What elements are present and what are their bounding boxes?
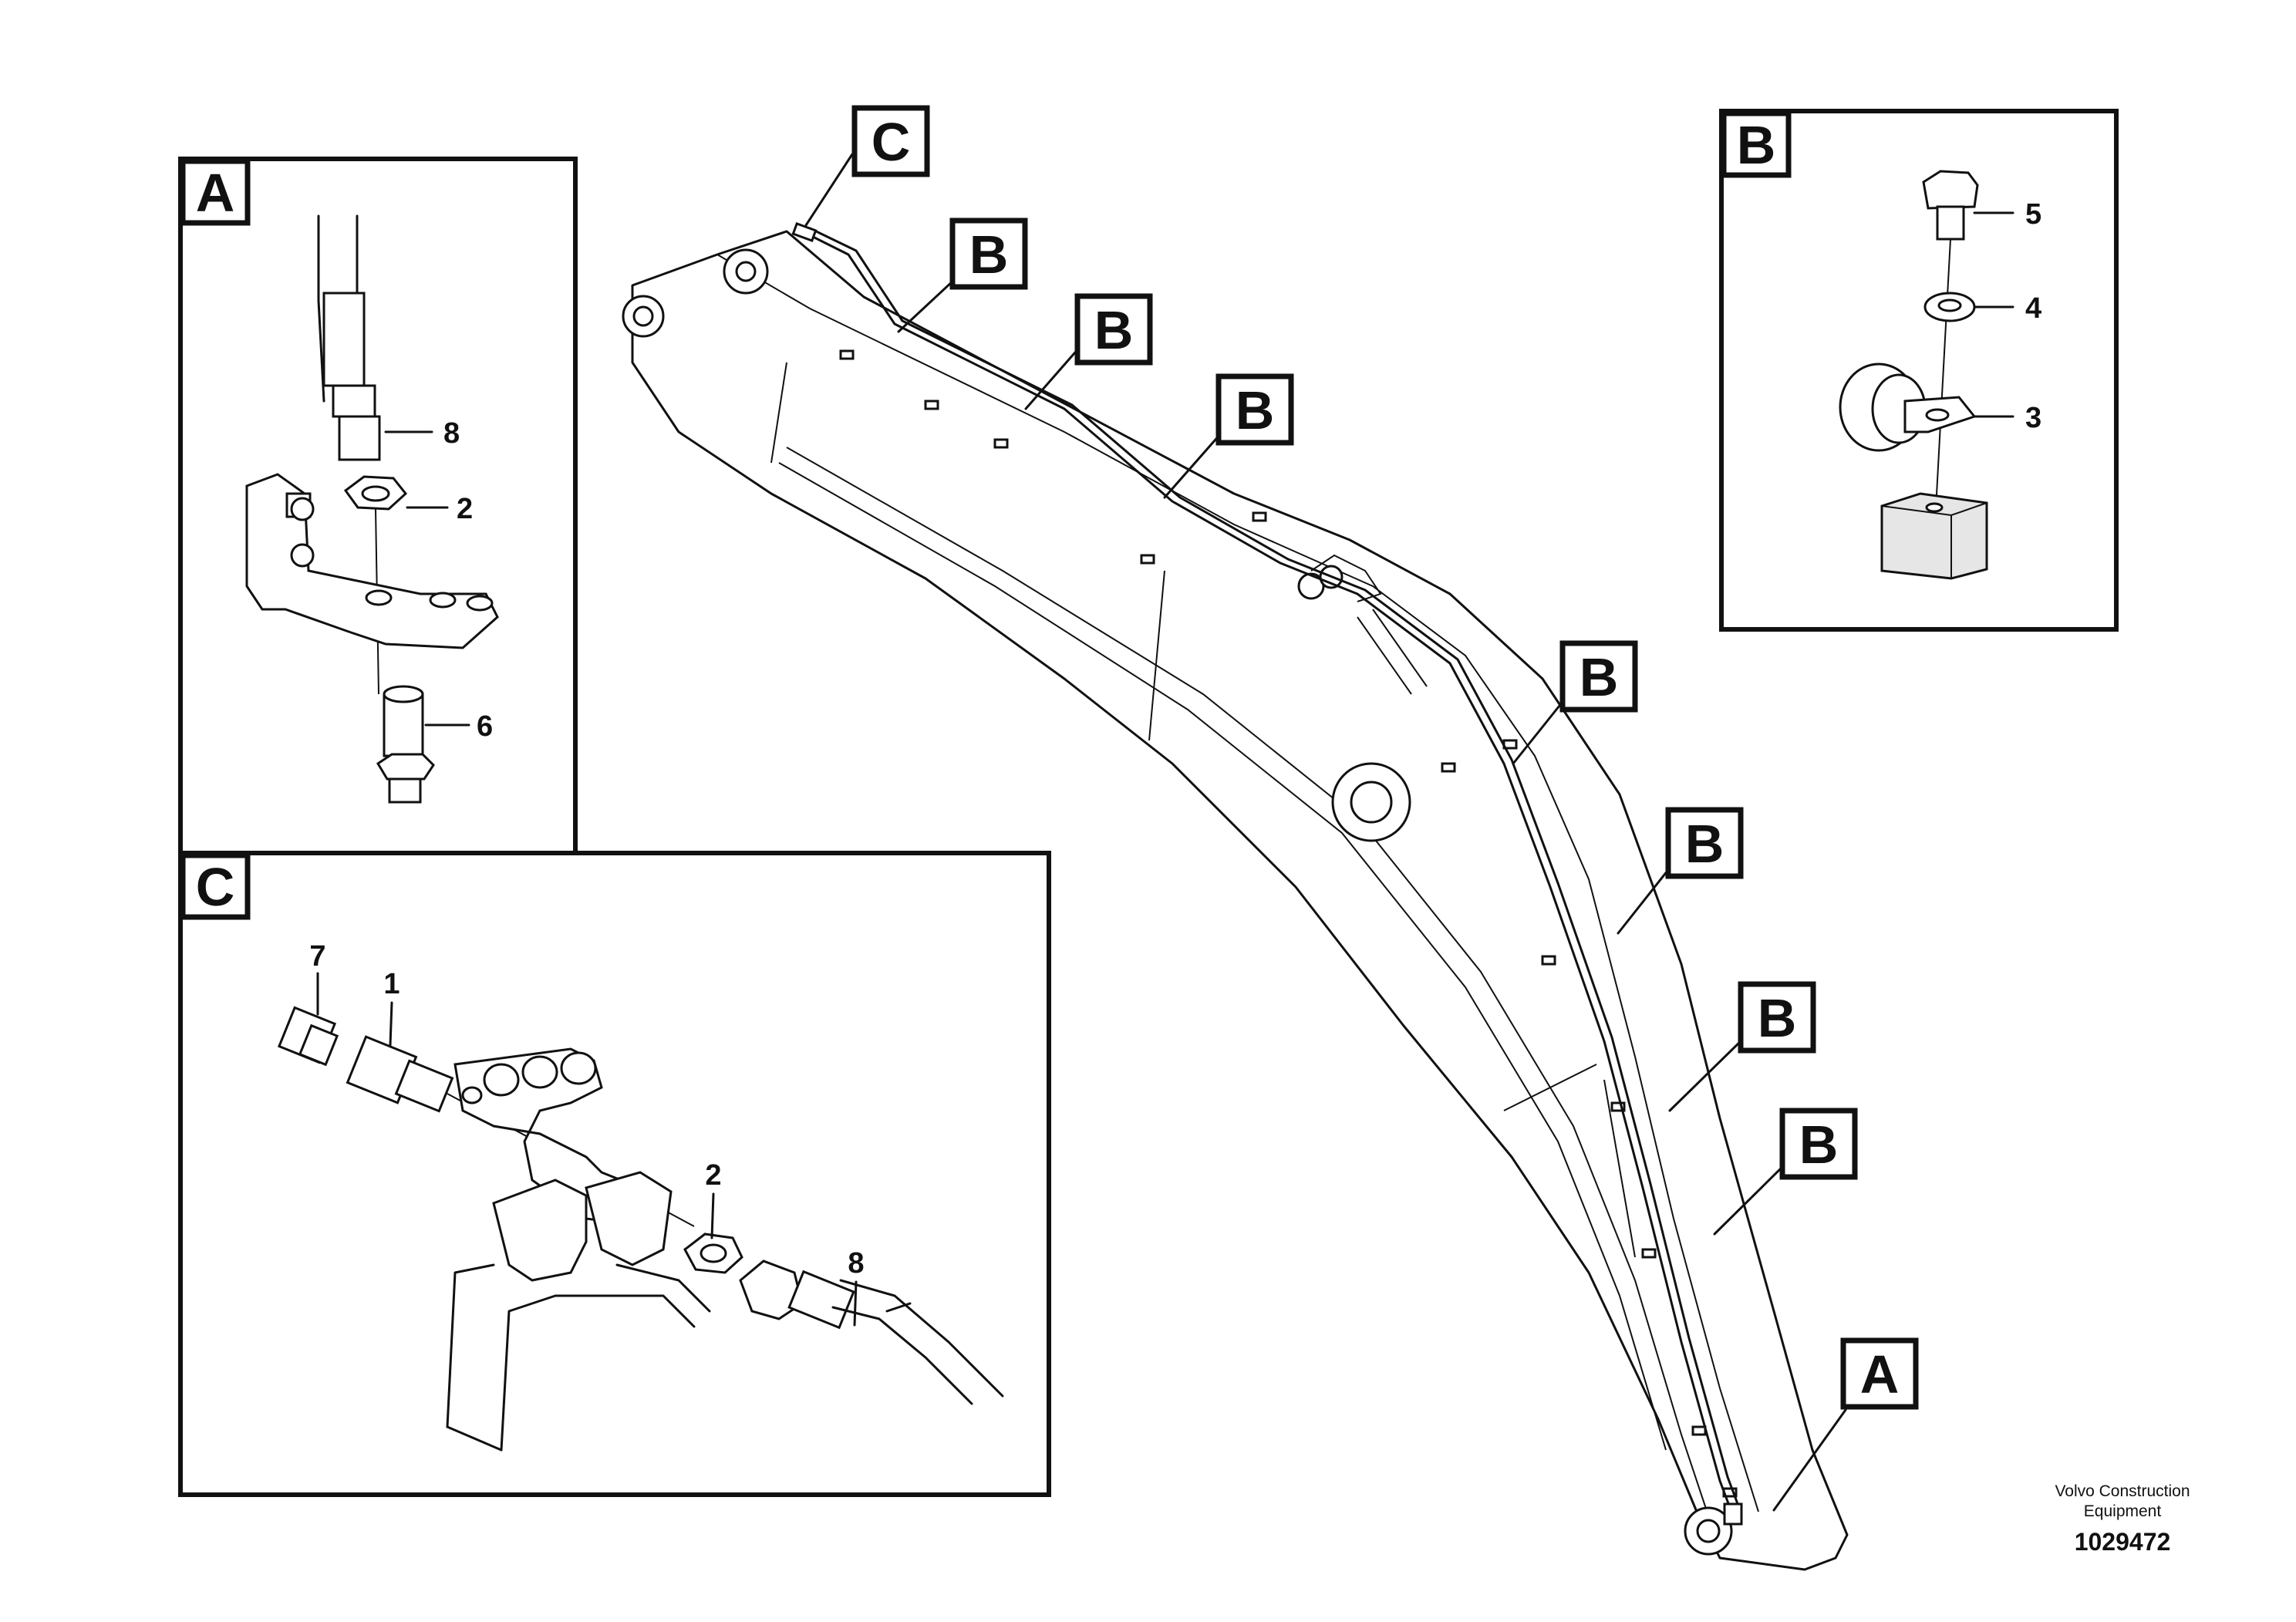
callout-b-4-label: B [1580, 647, 1619, 707]
detail-c-title: C [196, 857, 235, 917]
callout-b-5 [1665, 807, 1744, 879]
callout-b-1 [949, 218, 1028, 290]
brand-line-2: Equipment [2084, 1502, 2162, 1520]
callout-b-1-label: B [969, 224, 1009, 285]
callout-c-main [851, 105, 930, 177]
callout-b-2 [1074, 293, 1153, 366]
boom-illustration [622, 222, 1849, 1571]
drawing-number: 1029472 [2075, 1528, 2171, 1556]
detail-b-washer-number: 4 [2025, 292, 2041, 325]
detail-a-hose-number: 8 [443, 417, 460, 450]
detail-b-screw-number: 5 [2025, 198, 2041, 231]
callout-b-5-label: B [1685, 814, 1725, 874]
callout-a-main-label: A [1860, 1344, 1900, 1404]
callout-b-4 [1559, 640, 1638, 713]
detail-c-hose-number: 8 [848, 1247, 864, 1280]
detail-c-nut-number: 2 [705, 1159, 721, 1192]
detail-c-plug-number: 7 [309, 940, 325, 973]
callout-b-3 [1215, 373, 1294, 446]
brand-line-1: Volvo Construction [2055, 1482, 2190, 1500]
detail-b-clamp-number: 3 [2025, 402, 2041, 434]
detail-a-fitting-number: 6 [477, 710, 493, 743]
callout-c-main-label: C [872, 112, 911, 172]
detail-b-title: B [1737, 115, 1776, 175]
callout-b-7 [1779, 1108, 1858, 1180]
detail-c-fitting-number: 1 [383, 968, 400, 1000]
detail-b-panel: B 5 4 3 [1719, 109, 2119, 632]
detail-c-panel: C 7 1 2 [178, 851, 1051, 1497]
detail-a-panel: A 8 2 6 [178, 157, 578, 855]
callout-b-2-label: B [1094, 300, 1134, 360]
callout-b-7-label: B [1799, 1114, 1839, 1175]
boom-callouts: C B B B B B B B A [804, 105, 1919, 1512]
callout-b-3-label: B [1236, 380, 1275, 440]
detail-a-nut-number: 2 [457, 493, 473, 525]
callout-a-main [1840, 1337, 1919, 1410]
callout-b-6-label: B [1758, 988, 1797, 1048]
detail-a-title: A [196, 163, 235, 223]
callout-b-6 [1738, 981, 1816, 1054]
footer: Volvo Construction Equipment 1029472 [2055, 1482, 2190, 1556]
